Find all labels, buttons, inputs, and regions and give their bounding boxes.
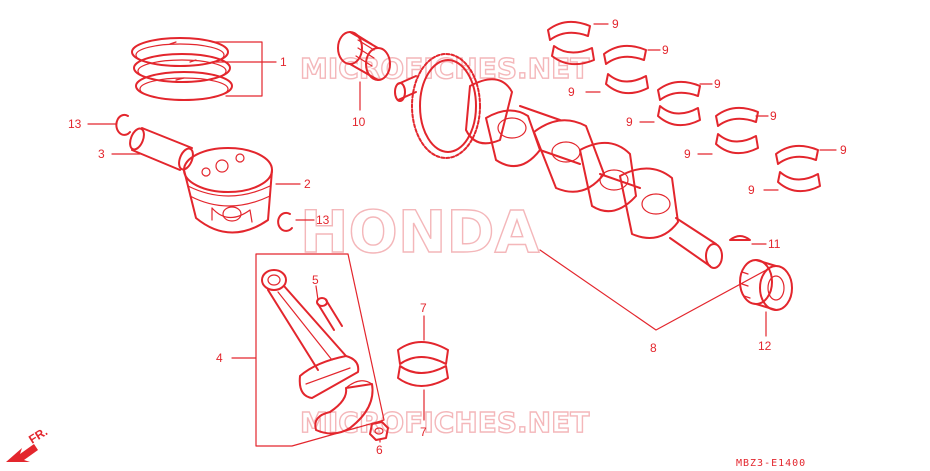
callout-13a: 13 [68, 117, 82, 131]
callout-11: 11 [768, 237, 781, 251]
front-arrow-icon [6, 444, 38, 462]
main-bearing-leaders [585, 23, 837, 191]
piston[interactable] [183, 147, 273, 234]
rod-nut[interactable] [369, 421, 389, 441]
callout-9-3: 9 [662, 43, 669, 57]
connecting-rod[interactable] [261, 269, 360, 399]
watermark-top: MICROFICHES.NET [300, 52, 589, 85]
callout-5: 5 [312, 273, 319, 287]
main-bearing-set[interactable] [547, 20, 821, 193]
callout-12: 12 [758, 339, 772, 353]
callout-9-2: 9 [568, 85, 575, 99]
ball-bearing[interactable] [739, 259, 793, 311]
needle-bearing[interactable] [337, 31, 391, 81]
piston-pin-clip-left[interactable] [115, 113, 131, 136]
watermark-bottom: MICROFICHES.NET [300, 406, 589, 439]
diagram-code: MBZ3-E1400 [736, 458, 806, 469]
callout-6: 6 [376, 443, 383, 457]
crankshaft[interactable] [394, 53, 723, 269]
watermark-center: HONDA [300, 198, 540, 266]
callout-9: 9 [612, 17, 619, 31]
callout-9-8: 9 [840, 143, 847, 157]
callout-9-4: 9 [626, 115, 633, 129]
rod-bolt[interactable] [316, 297, 343, 331]
front-indicator: FR. [26, 424, 50, 446]
woodruff-key[interactable] [729, 235, 751, 241]
conrod-bearing-upper[interactable] [397, 341, 449, 365]
piston-rings[interactable] [131, 37, 233, 101]
callout-8: 8 [650, 341, 657, 355]
callout-2: 2 [304, 177, 311, 191]
callout-9-6: 9 [684, 147, 691, 161]
callout-9-5: 9 [714, 77, 721, 91]
callout-1: 1 [280, 55, 287, 69]
conrod-bearing-lower[interactable] [397, 365, 449, 387]
leader-5 [315, 285, 319, 301]
callout-13b: 13 [316, 213, 330, 227]
callout-9-7: 9 [770, 109, 777, 123]
leader-8 [539, 249, 771, 331]
callout-4: 4 [216, 351, 223, 365]
callout-10: 10 [352, 115, 366, 129]
callout-9-9: 9 [748, 183, 755, 197]
piston-pin-clip-right[interactable] [277, 211, 293, 232]
callout-7a: 7 [420, 301, 427, 315]
piston-pin[interactable] [127, 127, 195, 172]
rod-cap[interactable] [314, 380, 374, 435]
leader-1 [211, 41, 277, 97]
callout-7b: 7 [420, 425, 427, 439]
callout-3: 3 [98, 147, 105, 161]
